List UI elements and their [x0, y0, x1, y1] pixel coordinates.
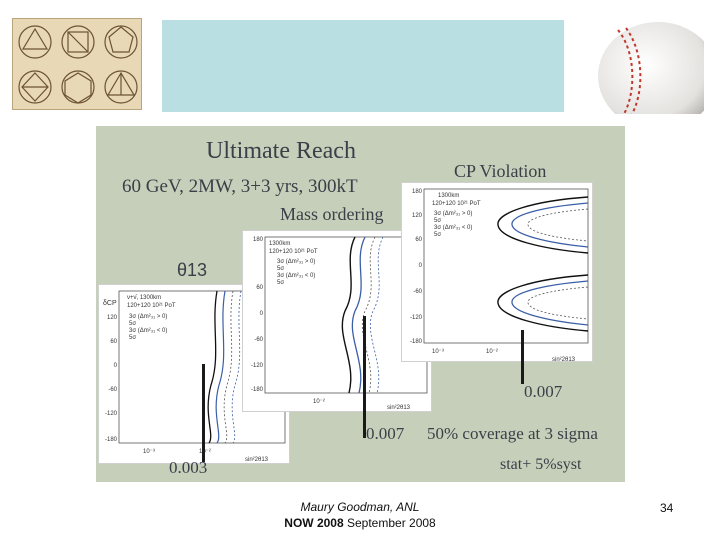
y-tick: -60	[413, 289, 422, 295]
baseball-image	[596, 22, 704, 114]
plot-ylabel: δCP	[103, 300, 117, 307]
plot-baseline-label: 1300km	[438, 193, 459, 199]
x-tick: 10⁻³	[143, 449, 155, 455]
title-banner	[162, 20, 564, 112]
x-tick: 10⁻²	[313, 399, 325, 405]
legend-entry: 5σ	[129, 335, 136, 341]
y-tick: -120	[105, 411, 118, 417]
y-tick: 120	[412, 213, 423, 219]
theta13-label: θ13	[177, 260, 208, 280]
y-tick: -60	[108, 387, 117, 393]
theta13-pointer-line	[202, 364, 205, 462]
mass-ordering-pointer-line	[363, 316, 366, 438]
legend-entry: 5σ	[277, 280, 284, 286]
slide-number: 34	[660, 501, 674, 515]
legend-entry: 3σ (Δm²₃₁ > 0)	[434, 211, 472, 217]
y-tick: 180	[412, 189, 423, 195]
figure-subtitle: 60 GeV, 2MW, 3+3 yrs, 300kT	[122, 176, 358, 197]
conference-date: September 2008	[346, 516, 436, 530]
footer-conference: NOW 2008 September 2008	[0, 516, 720, 530]
ultimate-reach-figure: Ultimate Reach 60 GeV, 2MW, 3+3 yrs, 300…	[96, 126, 625, 482]
author-name: Maury Goodman, ANL	[300, 500, 420, 514]
y-tick: -120	[410, 315, 423, 321]
y-tick: 0	[260, 311, 264, 317]
plot-baseline-label: ν+ν̄, 1300km	[127, 295, 161, 301]
y-tick: 60	[256, 285, 263, 291]
y-tick: 0	[419, 263, 423, 269]
cp-violation-label: CP Violation	[454, 161, 547, 181]
conference-name: NOW 2008	[284, 516, 344, 530]
plot-xlabel: sin²2θ13	[245, 457, 269, 463]
y-tick: -180	[105, 437, 118, 443]
y-tick: -180	[251, 387, 264, 393]
mass-ordering-label: Mass ordering	[280, 204, 384, 224]
legend-entry: 3σ (Δm²₃₁ > 0)	[277, 259, 315, 265]
y-tick: 120	[107, 315, 118, 321]
legend-entry: 5σ	[434, 232, 441, 238]
cp-violation-plot: 1300km 120+120 10²¹ PoT 3σ (Δm²₃₁ > 0) 5…	[401, 182, 593, 363]
plot-baseline-label: 1300km	[269, 241, 290, 247]
plot-xlabel: sin²2θ13	[552, 357, 576, 363]
legend-entry: 3σ (Δm²₃₁ < 0)	[277, 273, 315, 279]
plot-xlabel: sin²2θ13	[387, 405, 411, 411]
plot-pot-label: 120+120 10²¹ PoT	[269, 249, 318, 255]
coverage-label: 50% coverage at 3 sigma	[427, 424, 598, 443]
y-tick: 60	[415, 237, 422, 243]
cp-pointer-line	[521, 330, 524, 384]
legend-entry: 5σ	[434, 218, 441, 224]
y-tick: 180	[253, 237, 264, 243]
systematics-label: stat+ 5%syst	[500, 456, 582, 473]
legend-entry: 5σ	[277, 266, 284, 272]
y-tick: -60	[254, 337, 263, 343]
legend-entry: 3σ (Δm²₃₁ < 0)	[129, 328, 167, 334]
figure-title: Ultimate Reach	[206, 138, 356, 164]
plot-pot-label: 120+120 10²¹ PoT	[127, 303, 176, 309]
y-tick: -120	[251, 363, 264, 369]
mass-ordering-plot: 1300km 120+120 10²¹ PoT 3σ (Δm²₃₁ > 0) 5…	[242, 230, 432, 412]
y-tick: -180	[410, 339, 423, 345]
x-tick: 10⁻³	[432, 349, 444, 355]
theta13-reach-value: 0.003	[169, 458, 208, 477]
legend-entry: 3σ (Δm²₃₁ > 0)	[129, 314, 167, 320]
plot-pot-label: 120+120 10²¹ PoT	[432, 201, 481, 207]
polyhedra-engraving-image	[12, 18, 142, 110]
footer-author: Maury Goodman, ANL	[0, 500, 720, 514]
y-tick: 60	[110, 339, 117, 345]
x-tick: 10⁻²	[486, 349, 498, 355]
legend-entry: 5σ	[129, 321, 136, 327]
cp-reach-value: 0.007	[524, 382, 563, 401]
legend-entry: 3σ (Δm²₃₁ < 0)	[434, 225, 472, 231]
y-tick: 0	[114, 363, 118, 369]
mass-reach-value: 0.007	[366, 424, 405, 443]
